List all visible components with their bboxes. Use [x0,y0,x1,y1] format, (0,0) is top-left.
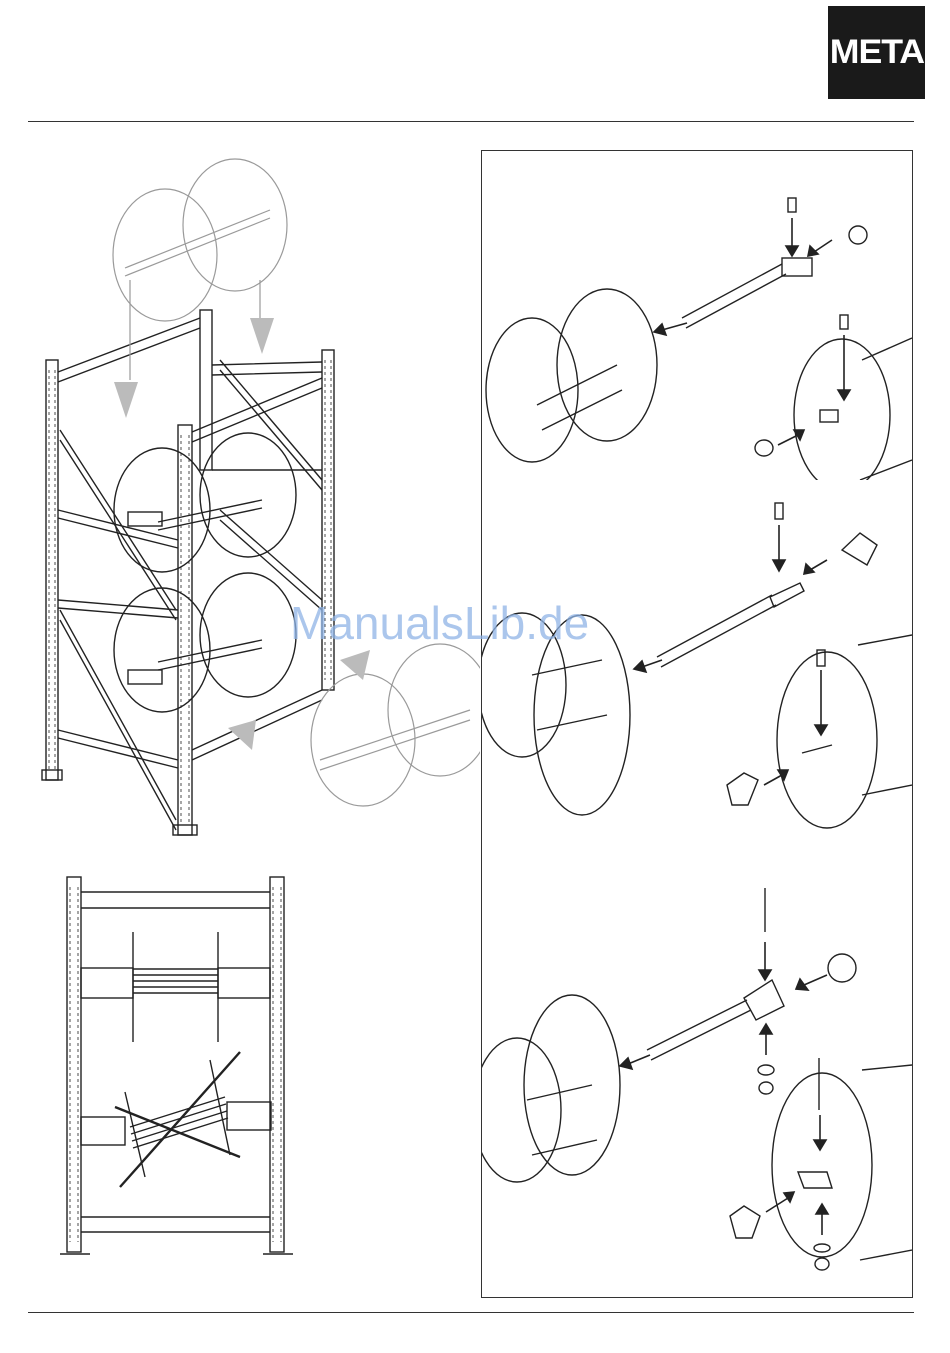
axle-with-cone-and-bolt-drawing [482,880,912,1290]
meta-logo: META [828,6,925,99]
watermark-text: ManualsLib.de [290,596,670,650]
logo-text: META [829,33,923,72]
footer-divider [28,1312,914,1313]
axle-with-cone-drawing [482,495,912,840]
spool-rack-assembly-drawing [30,150,480,850]
header-divider [28,121,914,122]
rack-front-view-correct-incorrect-drawing [55,872,295,1264]
axle-with-pin-and-nut-drawing [482,190,912,480]
